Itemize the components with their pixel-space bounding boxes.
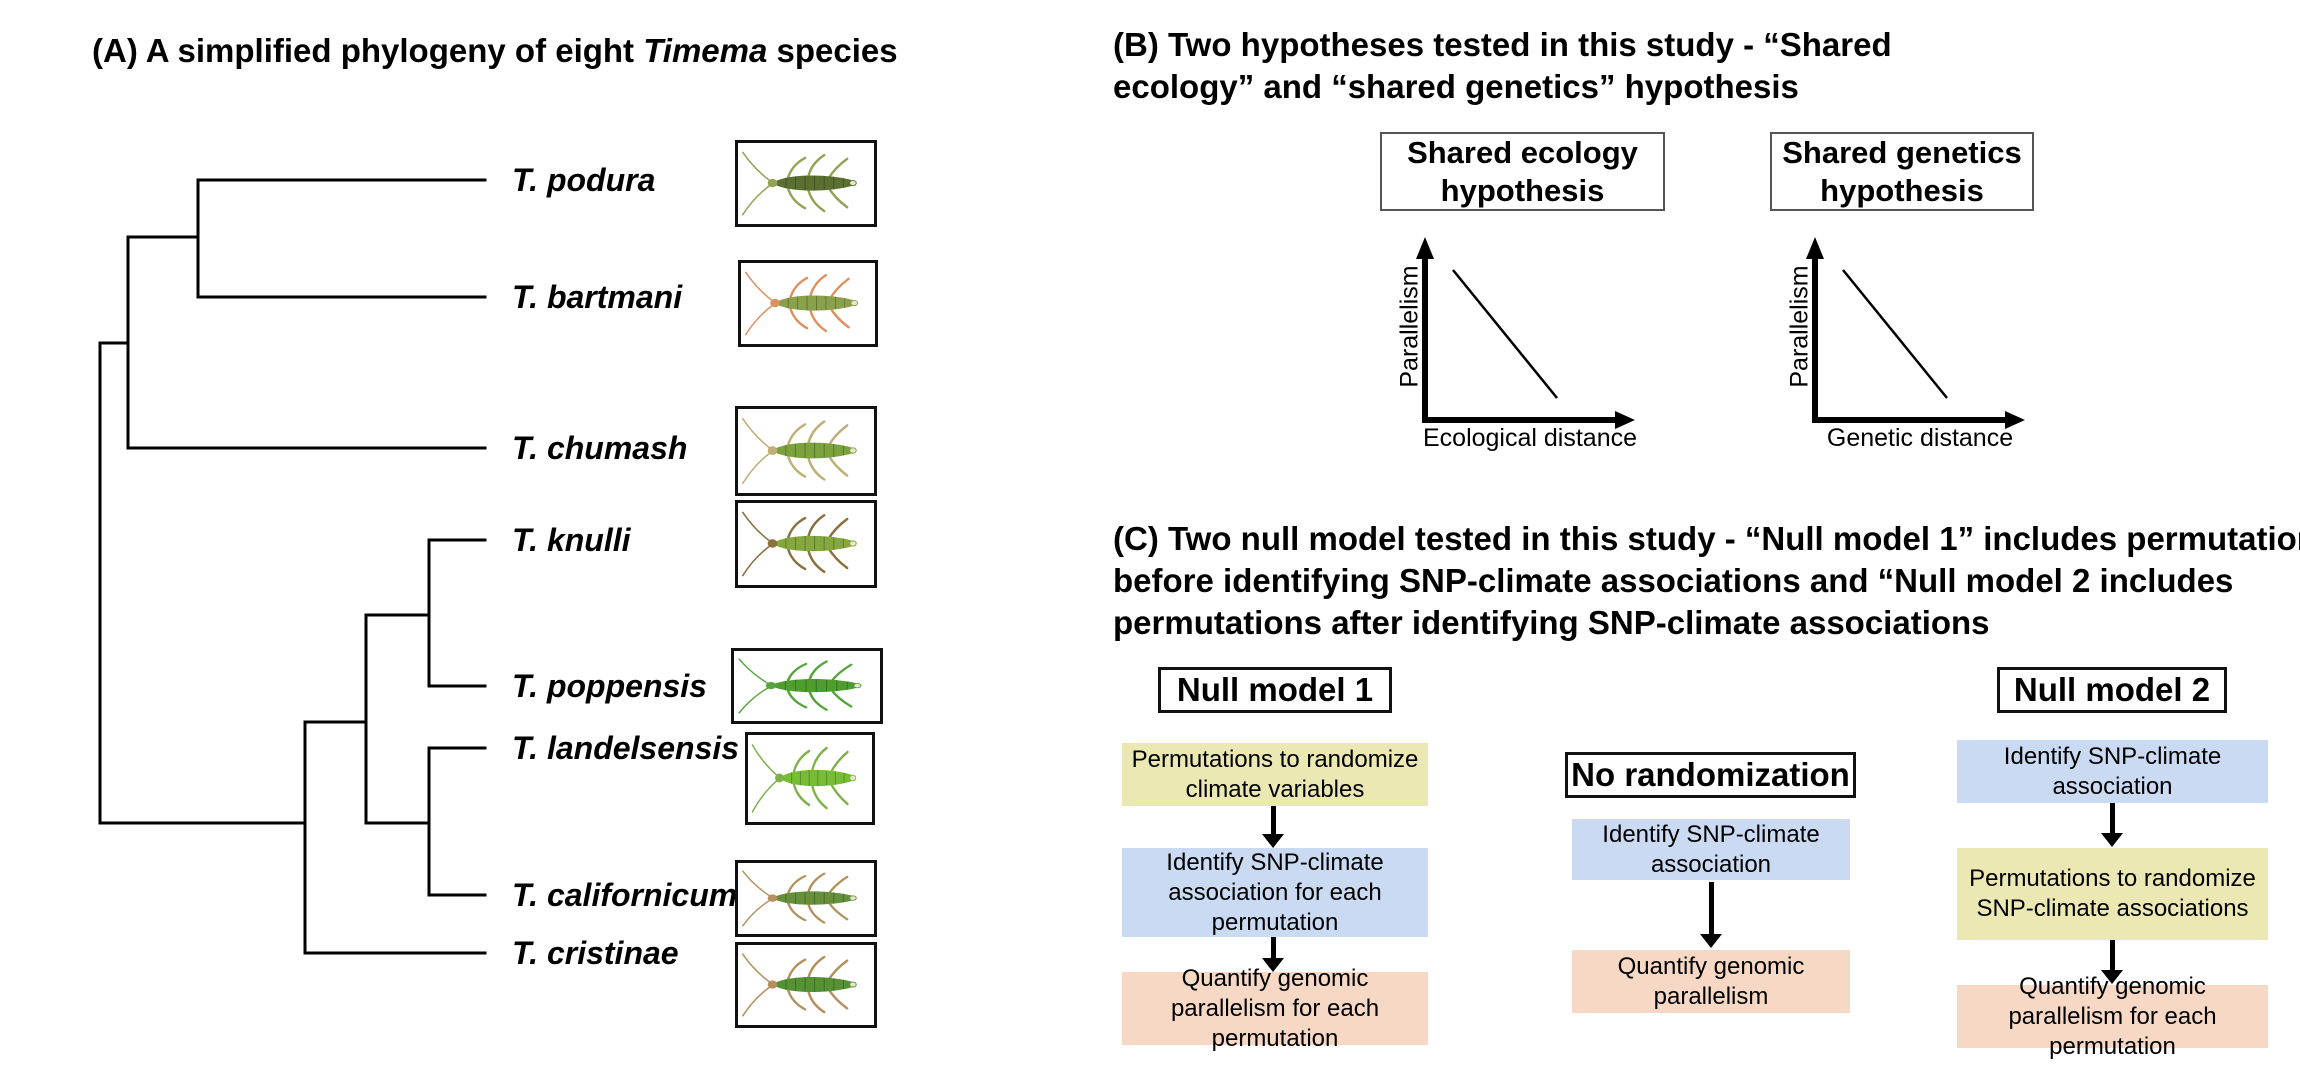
shared-ecology-hypothesis-box: Shared ecology hypothesis [1380, 132, 1665, 211]
null-model-1-header: Null model 1 [1158, 667, 1392, 713]
genetics-plot-ylabel: Parallelism [1785, 265, 1814, 388]
insect-image-knulli [735, 500, 877, 588]
down-arrow-icon [1262, 937, 1284, 972]
panel-a-title-genus: Timema [643, 32, 768, 69]
panel-b-title-line1: (B) Two hypotheses tested in this study … [1113, 26, 1892, 63]
panel-b-title: (B) Two hypotheses tested in this study … [1113, 24, 1892, 108]
panel-c-title-line1: (C) Two null model tested in this study … [1113, 520, 2300, 557]
genetics-plot-xlabel: Genetic distance [1826, 424, 2014, 452]
null-model-2-header: Null model 2 [1997, 667, 2227, 713]
ecology-plot [1416, 237, 1635, 429]
insect-image-poppensis [731, 648, 883, 724]
species-label-poppensis: T. poppensis [512, 668, 707, 704]
negative-trend-line [1842, 269, 1948, 399]
no-randomization-header: No randomization [1565, 752, 1856, 798]
panel-a-title-prefix: (A) A simplified phylogeny of eight [92, 32, 644, 69]
species-label-cristinae: T. cristinae [512, 935, 679, 971]
insect-image-bartmani [738, 260, 878, 347]
nm1-step-identify: Identify SNP-climate association for eac… [1122, 848, 1428, 937]
nr-step-identify: Identify SNP-climate association [1572, 819, 1850, 880]
down-arrow-icon [1262, 806, 1284, 848]
nr-step-quantify: Quantify genomic parallelism [1572, 950, 1850, 1013]
panel-c-title-line3: permutations after identifying SNP-clima… [1113, 604, 1990, 641]
insect-image-podura [735, 140, 877, 227]
species-label-bartmani: T. bartmani [512, 279, 683, 315]
species-label-chumash: T. chumash [512, 430, 688, 466]
nm2-step-quantify: Quantify genomic parallelism for each pe… [1957, 973, 2268, 1060]
species-label-knulli: T. knulli [512, 522, 631, 558]
panel-a-title-suffix: species [767, 32, 898, 69]
panel-c-title-line2: before identifying SNP-climate associati… [1113, 562, 2234, 599]
insect-image-landelsensis [745, 732, 875, 825]
species-label-californicum: T. californicum [512, 877, 738, 913]
down-arrow-icon [2101, 803, 2123, 847]
negative-trend-line [1452, 269, 1558, 399]
insect-image-cristinae [735, 942, 877, 1028]
nm1-step-permutations: Permutations to randomize climate variab… [1122, 743, 1428, 806]
ecology-plot-ylabel: Parallelism [1395, 265, 1424, 388]
insect-image-chumash [735, 406, 877, 496]
species-label-landelsensis: T. landelsensis [512, 730, 740, 766]
shared-genetics-hypothesis-box: Shared genetics hypothesis [1770, 132, 2034, 211]
nm2-step-permutations: Permutations to randomize SNP-climate as… [1957, 848, 2268, 940]
down-arrow-icon [2101, 940, 2123, 984]
nm1-step-quantify: Quantify genomic parallelism for each pe… [1122, 965, 1428, 1052]
species-label-podura: T. podura [512, 162, 656, 198]
panel-a-title: (A) A simplified phylogeny of eight Time… [92, 30, 898, 72]
insect-image-californicum [735, 860, 877, 937]
nm2-step-identify: Identify SNP-climate association [1957, 740, 2268, 803]
panel-b-title-line2: ecology” and “shared genetics” hypothesi… [1113, 68, 1799, 105]
genetics-plot [1806, 237, 2025, 429]
ecology-plot-xlabel: Ecological distance [1422, 424, 1637, 452]
panel-c-title: (C) Two null model tested in this study … [1113, 518, 2300, 644]
down-arrow-icon [1700, 882, 1722, 948]
